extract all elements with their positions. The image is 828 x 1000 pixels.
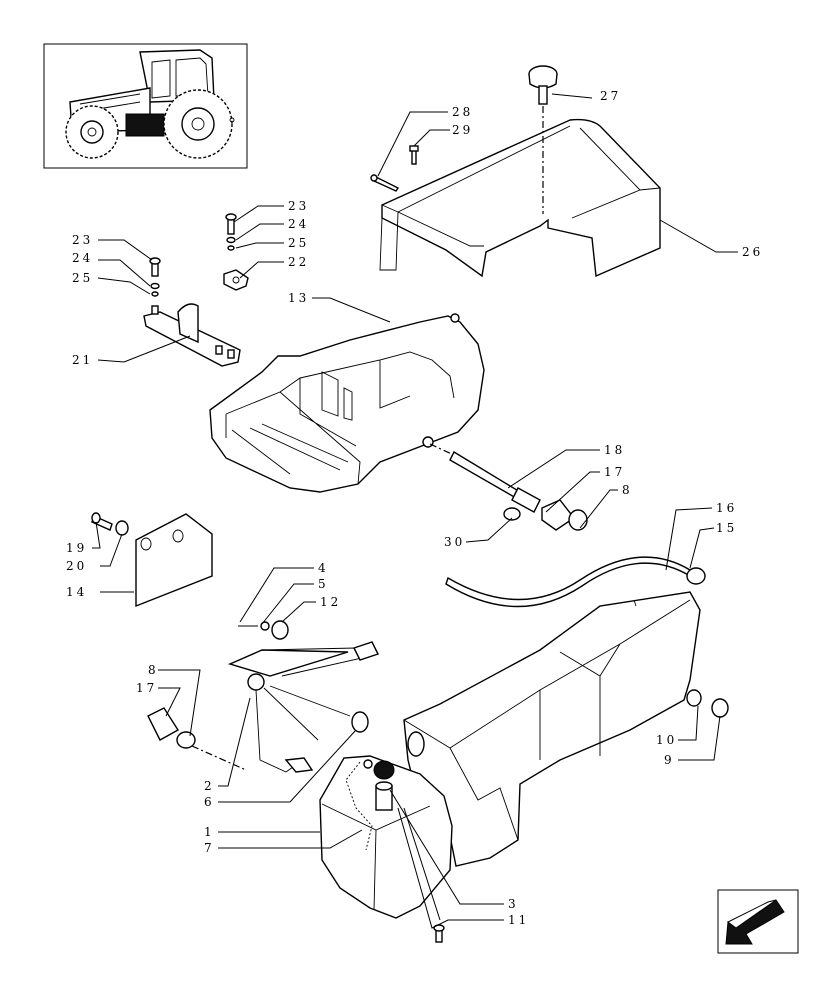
filler-cap-27 xyxy=(528,65,558,105)
bolt-28 xyxy=(370,174,400,192)
hose-16 xyxy=(445,556,706,608)
label-11: 11 xyxy=(508,913,529,927)
label-16: 16 xyxy=(716,501,737,515)
tank-cover xyxy=(379,106,661,278)
label-25-left: 25 xyxy=(72,271,93,285)
label-6: 6 xyxy=(204,795,215,809)
label-20: 20 xyxy=(66,559,87,573)
label-5: 5 xyxy=(318,577,329,591)
previous-page-arrow-icon[interactable] xyxy=(717,889,799,954)
label-7: 7 xyxy=(204,841,215,855)
bolt-29 xyxy=(409,145,419,165)
label-24-left: 24 xyxy=(72,251,93,265)
label-8-lower: 8 xyxy=(148,663,159,677)
hose-17-left xyxy=(147,707,247,771)
label-18: 18 xyxy=(604,443,625,457)
label-3: 3 xyxy=(508,897,519,911)
label-4: 4 xyxy=(318,561,329,575)
tractor-thumbnail-icon xyxy=(43,43,248,169)
label-9: 9 xyxy=(664,753,675,767)
label-13: 13 xyxy=(288,291,309,305)
label-26: 26 xyxy=(742,245,763,259)
part-labels: 28 29 27 26 23 24 25 22 23 24 25 13 21 1… xyxy=(66,89,763,927)
label-2: 2 xyxy=(204,779,215,793)
label-27: 27 xyxy=(600,89,621,103)
label-28: 28 xyxy=(452,105,473,119)
label-30: 30 xyxy=(444,535,465,549)
label-29: 29 xyxy=(452,123,473,137)
tube-18 xyxy=(429,443,588,531)
main-fuel-tank xyxy=(403,591,729,867)
label-23-left: 23 xyxy=(72,233,93,247)
label-22: 22 xyxy=(288,255,309,269)
label-24-right: 24 xyxy=(288,217,309,231)
label-19: 19 xyxy=(66,541,87,555)
auxiliary-tank-1 xyxy=(319,755,453,943)
leader-lines xyxy=(92,93,738,929)
label-17-lower: 17 xyxy=(136,681,157,695)
cover-plate-14 xyxy=(91,512,213,608)
bolt-23-left xyxy=(149,257,161,297)
label-8-upper: 8 xyxy=(622,483,633,497)
label-10: 10 xyxy=(656,733,677,747)
label-17-upper: 17 xyxy=(604,465,625,479)
label-12: 12 xyxy=(320,595,341,609)
label-1: 1 xyxy=(204,825,215,839)
clamp-22 xyxy=(223,213,249,291)
label-25-right: 25 xyxy=(288,236,309,250)
label-15: 15 xyxy=(716,521,737,535)
fuel-sender-2 xyxy=(227,620,379,773)
label-23-right: 23 xyxy=(288,199,309,213)
bracket-21 xyxy=(143,303,241,367)
label-14: 14 xyxy=(66,585,87,599)
upper-tank-13 xyxy=(209,313,485,493)
label-21: 21 xyxy=(72,353,93,367)
